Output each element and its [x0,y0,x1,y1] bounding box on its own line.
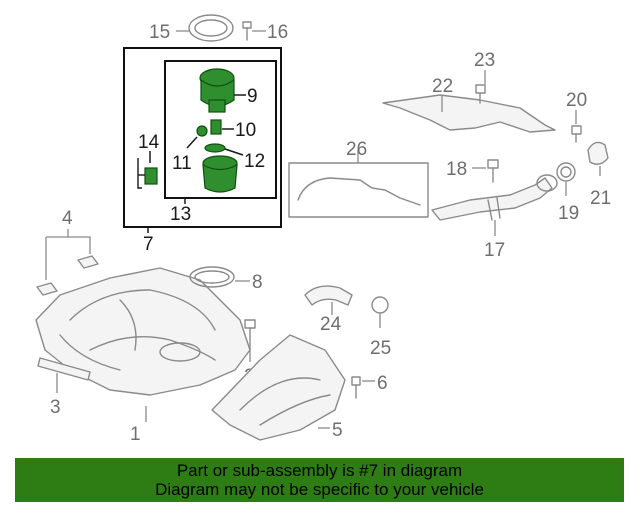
part-26-box[interactable] [288,162,429,218]
part-19-ring[interactable] [556,162,576,182]
part-9-pump-module[interactable] [199,68,235,113]
callout-16[interactable]: 16 [267,22,288,43]
part-25-clamp[interactable] [371,296,389,314]
part-24-hose[interactable] [304,285,353,306]
part-12-seal[interactable] [204,143,226,153]
part-5-heat-shield[interactable] [211,334,346,441]
callout-1[interactable]: 1 [130,424,141,445]
callout-18[interactable]: 18 [446,159,467,180]
part-21-fuel-cap[interactable] [587,141,609,165]
part-17-filler-neck[interactable] [431,174,558,221]
part-11-regulator[interactable] [196,125,208,137]
part-3-strip[interactable] [37,357,91,381]
callout-20[interactable]: 20 [566,90,587,111]
part-14-sender[interactable] [137,158,158,189]
callout-13[interactable]: 13 [170,204,191,225]
callout-12[interactable]: 12 [244,151,265,172]
part-26-vent-tube[interactable] [297,177,421,206]
callout-19[interactable]: 19 [558,203,579,224]
banner-line-2: Diagram may not be specific to your vehi… [155,480,484,499]
callout-15[interactable]: 15 [149,22,170,43]
callout-3[interactable]: 3 [50,397,61,418]
part-6-bolt[interactable] [351,376,361,399]
callout-6[interactable]: 6 [377,373,388,394]
part-22-bracket[interactable] [382,94,556,133]
callout-8[interactable]: 8 [252,272,263,293]
callout-24[interactable]: 24 [320,314,342,335]
callout-9[interactable]: 9 [247,86,258,107]
leader-4 [45,229,91,280]
callout-21[interactable]: 21 [590,188,611,209]
part-8-ring[interactable] [189,266,235,288]
part-10-filter[interactable] [210,119,222,135]
callout-4[interactable]: 4 [62,208,73,229]
callout-23[interactable]: 23 [474,50,495,71]
callout-10[interactable]: 10 [235,120,256,141]
part-15-gasket[interactable] [188,14,234,42]
callout-26[interactable]: 26 [346,139,367,160]
part-2-bolt[interactable] [244,319,256,351]
callout-5[interactable]: 5 [332,420,343,441]
callout-11[interactable]: 11 [172,153,192,174]
callout-17[interactable]: 17 [484,240,505,261]
part-20-bolt[interactable] [571,125,582,143]
part-4-pads[interactable] [36,255,99,296]
banner-line-1: Part or sub-assembly is #7 in diagram [176,461,463,480]
callout-25[interactable]: 25 [370,338,391,359]
info-banner: Part or sub-assembly is #7 in diagram Di… [15,458,624,502]
part-18-bolt[interactable] [487,159,499,183]
part-23-bolt[interactable] [475,84,486,104]
part-pump-reservoir[interactable] [202,155,238,193]
callout-22[interactable]: 22 [432,76,453,97]
leader-11 [186,136,198,149]
callout-14[interactable]: 14 [138,132,160,153]
leader-12 [224,148,244,156]
sub-assembly-13-box[interactable] [164,60,277,199]
part-16-screw[interactable] [242,21,252,41]
assembly-7-box[interactable] [123,47,282,228]
callout-7[interactable]: 7 [143,234,154,255]
